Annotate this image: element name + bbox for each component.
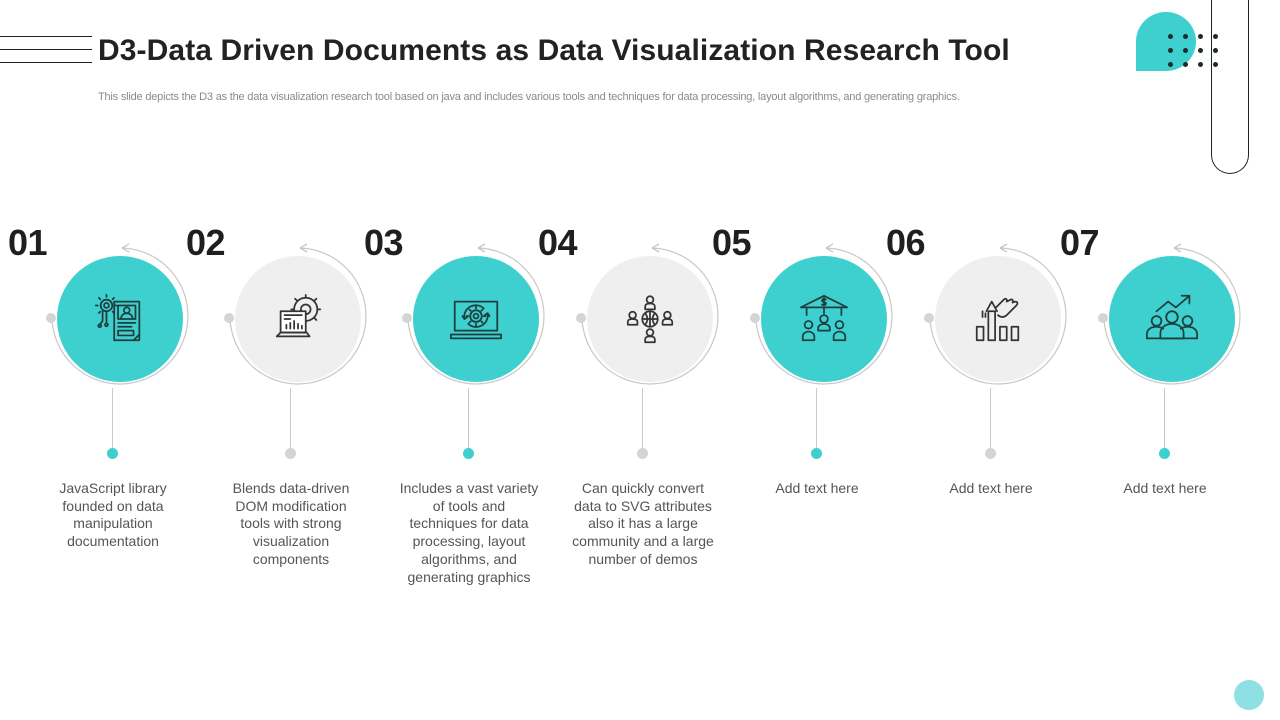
step-description: Add text here xyxy=(775,480,859,496)
step-icon-circle xyxy=(761,256,887,382)
connector-line xyxy=(1164,388,1165,450)
circular-arrow-ring xyxy=(46,243,189,385)
laptop-gear-chart-icon xyxy=(269,290,327,348)
circular-arrow-ring xyxy=(224,243,367,385)
connector-line xyxy=(642,388,643,450)
step-icon-circle xyxy=(413,256,539,382)
step-description: Add text here xyxy=(1123,480,1207,496)
decorative-pill-outline xyxy=(1211,0,1249,174)
step-number: 07 xyxy=(1060,222,1100,263)
step-icon-circle xyxy=(235,256,361,382)
circular-arrow-ring xyxy=(402,243,545,385)
step-description: Can quickly convert data to SVG attribut… xyxy=(572,480,714,567)
bank-group-users-icon xyxy=(795,290,853,348)
process-step-04: 04 Can quickly convert data to SVG attri… xyxy=(530,222,719,602)
step-description: Blends data-driven DOM modification tool… xyxy=(232,480,350,567)
connector-line xyxy=(290,388,291,450)
connector-dot xyxy=(107,448,118,459)
step-number: 04 xyxy=(538,222,578,263)
step-description: Includes a vast variety of tools and tec… xyxy=(399,480,539,585)
process-step-05: 05 Add text here xyxy=(704,222,893,602)
global-network-users-icon xyxy=(621,290,679,348)
step-number: 06 xyxy=(886,222,926,263)
process-step-02: 02 Blends data-driven DOM modification t… xyxy=(178,222,367,602)
laptop-gear-sync-icon xyxy=(447,290,505,348)
process-step-03: 03 Includes a vast variety of tools and … xyxy=(356,222,545,602)
page-title: D3-Data Driven Documents as Data Visuali… xyxy=(98,34,1010,67)
connector-dot xyxy=(637,448,648,459)
connector-line xyxy=(990,388,991,450)
process-step-07: 07 Add text here xyxy=(1052,222,1241,602)
step-number: 05 xyxy=(712,222,752,263)
step-description: JavaScript library founded on data manip… xyxy=(59,480,167,550)
step-number: 03 xyxy=(364,222,404,263)
process-step-01: 01 JavaScript library founded on data ma… xyxy=(0,222,189,602)
connector-dot xyxy=(1159,448,1170,459)
process-step-06: 06 Add text here xyxy=(878,222,1067,602)
hand-growth-bars-icon xyxy=(969,290,1027,348)
decorative-teal-blob xyxy=(1136,12,1196,71)
connector-dot xyxy=(985,448,996,459)
step-icon-circle xyxy=(587,256,713,382)
step-icon-circle xyxy=(1109,256,1235,382)
step-number: 02 xyxy=(186,222,226,263)
step-number: 01 xyxy=(8,222,48,263)
step-description: Add text here xyxy=(949,480,1033,496)
page-subtitle: This slide depicts the D3 as the data vi… xyxy=(98,91,960,103)
connector-line xyxy=(112,388,113,450)
step-icon-circle xyxy=(57,256,183,382)
decorative-corner-dot xyxy=(1234,680,1264,710)
connector-dot xyxy=(811,448,822,459)
decorative-dot-grid xyxy=(1168,34,1224,74)
circular-arrow-ring xyxy=(576,243,719,385)
circular-arrow-ring xyxy=(924,243,1067,385)
connector-line xyxy=(816,388,817,450)
connector-line xyxy=(468,388,469,450)
step-icon-circle xyxy=(935,256,1061,382)
gear-document-profile-icon xyxy=(91,290,149,348)
decorative-lines xyxy=(0,36,92,64)
connector-dot xyxy=(463,448,474,459)
circular-arrow-ring xyxy=(1098,243,1241,385)
connector-dot xyxy=(285,448,296,459)
circular-arrow-ring xyxy=(750,243,893,385)
team-growth-arrow-icon xyxy=(1143,290,1201,348)
